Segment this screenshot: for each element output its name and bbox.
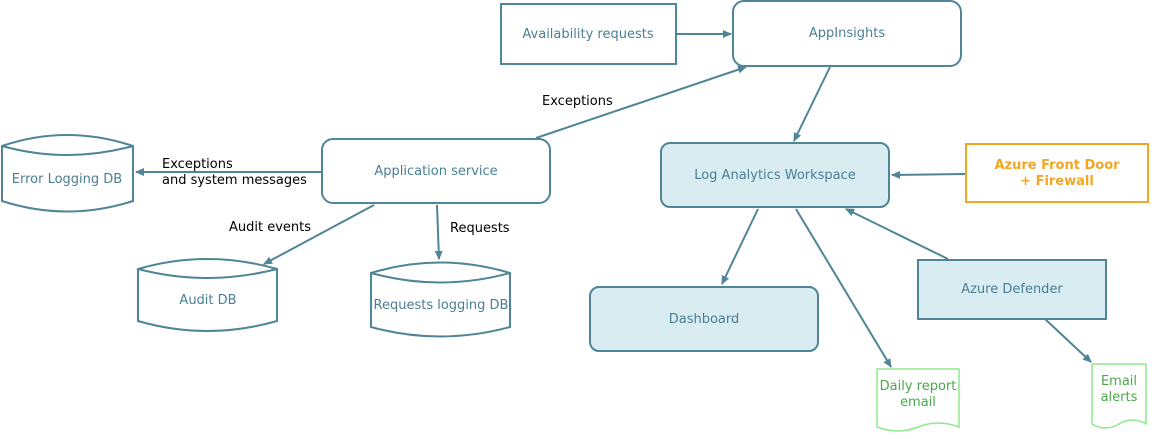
node-daily-report-email: Daily report email <box>876 368 960 432</box>
node-label: Audit DB <box>179 293 236 308</box>
edge-frontdoor-to-law <box>891 170 966 179</box>
node-label-line2: alerts <box>1101 390 1138 405</box>
node-azure-defender: Azure Defender <box>917 259 1107 320</box>
edge-label-audit-events: Audit events <box>229 220 311 235</box>
edge-defender-to-emailalerts <box>1044 318 1092 363</box>
edge-law-to-dailyreport <box>795 208 892 368</box>
node-audit-db: Audit DB <box>137 258 278 332</box>
node-dashboard: Dashboard <box>589 286 819 352</box>
node-label-line1: Azure Front Door <box>994 158 1120 173</box>
edge-defender-to-law <box>845 208 949 260</box>
node-log-analytics-workspace: Log Analytics Workspace <box>660 142 890 208</box>
node-label-line2: email <box>900 395 936 410</box>
edge-label-exceptions-errordb: Exceptions <box>162 157 233 172</box>
node-application-service: Application service <box>321 138 551 204</box>
edge-labels: Exceptions Exceptions and system message… <box>162 94 613 236</box>
node-error-logging-db: Error Logging DB <box>0 134 134 213</box>
edge-appservice-to-appinsights <box>535 65 747 139</box>
node-label-line2: + Firewall <box>1020 174 1094 189</box>
node-label: AppInsights <box>809 26 885 41</box>
node-label-line1: Daily report <box>880 379 957 394</box>
edge-appservice-to-requestsdb <box>434 204 443 260</box>
node-label: Error Logging DB <box>12 172 122 187</box>
node-requests-logging-db: Requests logging DB <box>370 261 511 338</box>
edge-label-system-messages: and system messages <box>162 173 307 188</box>
node-label: Azure Defender <box>961 282 1063 297</box>
edge-appservice-to-auditdb <box>263 204 375 265</box>
node-label: Log Analytics Workspace <box>694 168 856 183</box>
node-label: Application service <box>374 164 497 179</box>
node-label: Dashboard <box>669 312 740 327</box>
node-email-alerts: Email alerts <box>1091 363 1147 429</box>
edge-appinsights-to-law <box>793 66 831 142</box>
edges <box>135 30 1092 368</box>
node-appinsights: AppInsights <box>732 0 962 67</box>
node-label: Requests logging DB <box>374 298 509 313</box>
node-label-line1: Email <box>1101 374 1137 389</box>
edge-label-requests: Requests <box>450 221 510 236</box>
node-label: Availability requests <box>522 27 653 42</box>
edge-law-to-dashboard <box>721 208 759 285</box>
node-azure-front-door-firewall: Azure Front Door + Firewall <box>965 143 1149 203</box>
node-availability-requests: Availability requests <box>500 3 677 65</box>
edge-label-exceptions-appinsights: Exceptions <box>542 94 613 109</box>
